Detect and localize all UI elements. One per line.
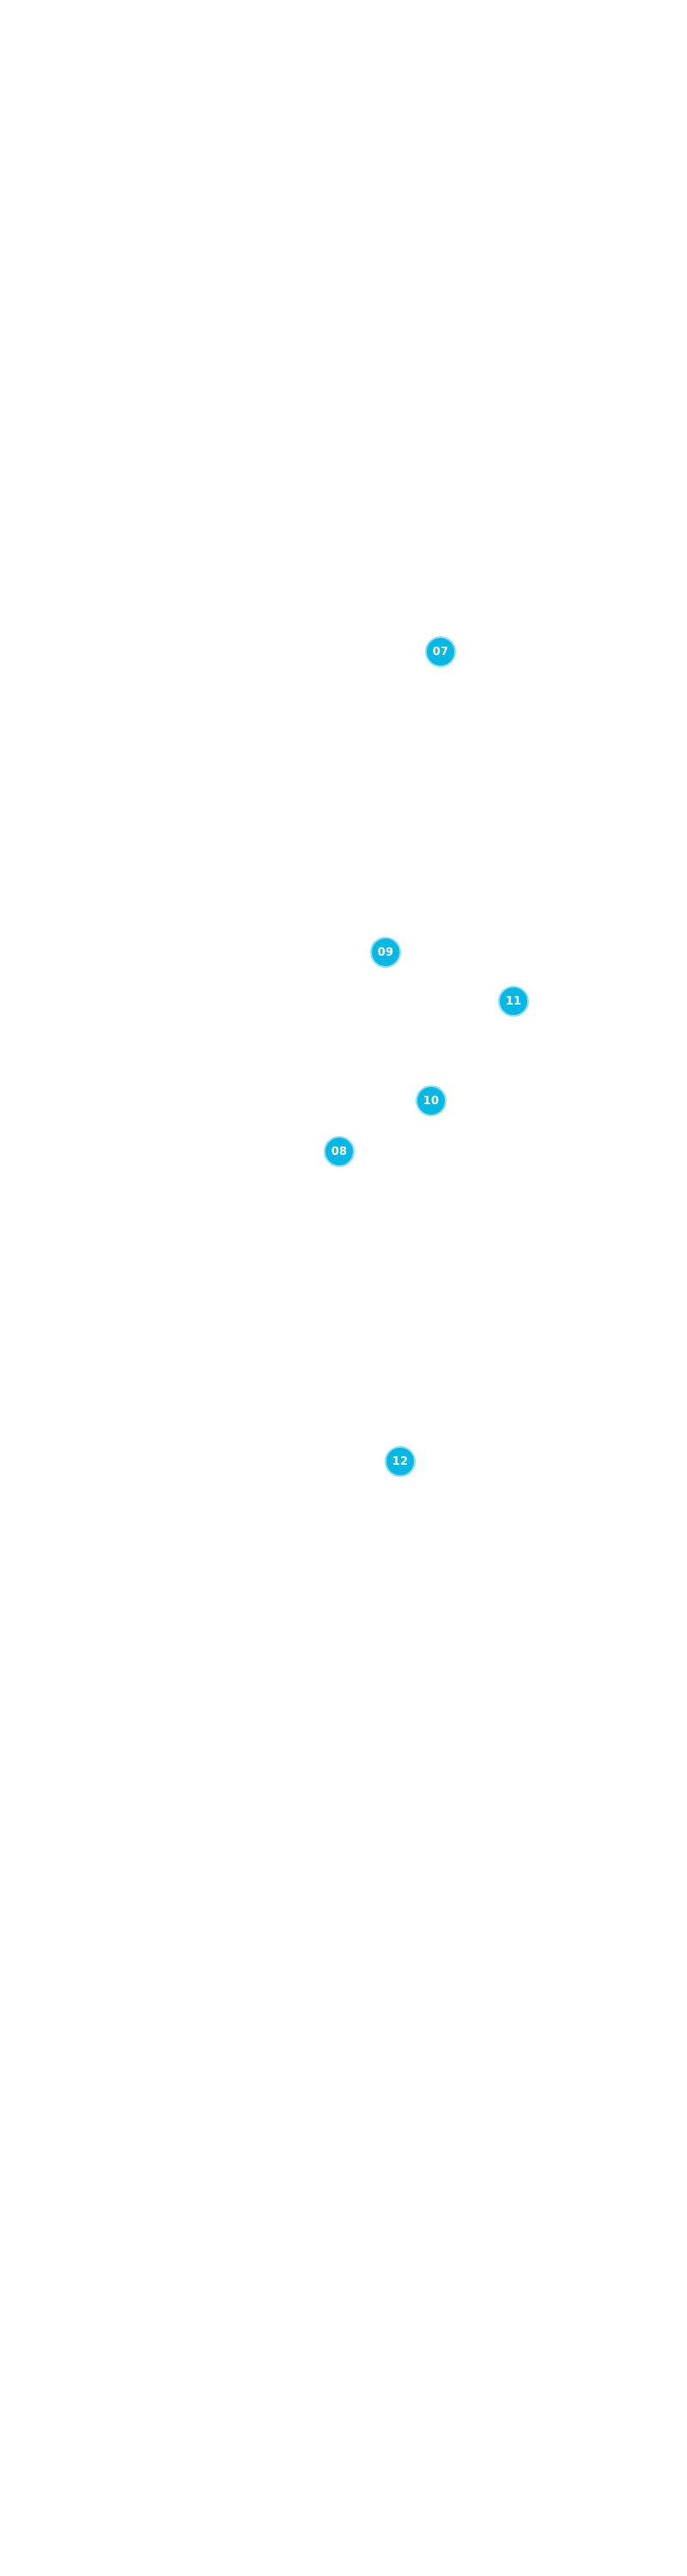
hotspot-marker-11[interactable]: 11 (498, 986, 529, 1017)
hotspot-label: 11 (505, 994, 522, 1008)
hotspot-label: 07 (432, 645, 449, 659)
hotspot-marker-07[interactable]: 07 (425, 636, 456, 667)
hotspot-marker-09[interactable]: 09 (370, 937, 401, 968)
hotspot-marker-10[interactable]: 10 (416, 1085, 447, 1116)
hotspot-label: 09 (377, 945, 394, 959)
hotspot-marker-12[interactable]: 12 (385, 1446, 416, 1477)
hotspot-marker-08[interactable]: 08 (324, 1136, 355, 1167)
hotspot-label: 10 (423, 1094, 440, 1108)
hotspot-label: 12 (392, 1455, 409, 1468)
hotspot-label: 08 (331, 1145, 348, 1158)
